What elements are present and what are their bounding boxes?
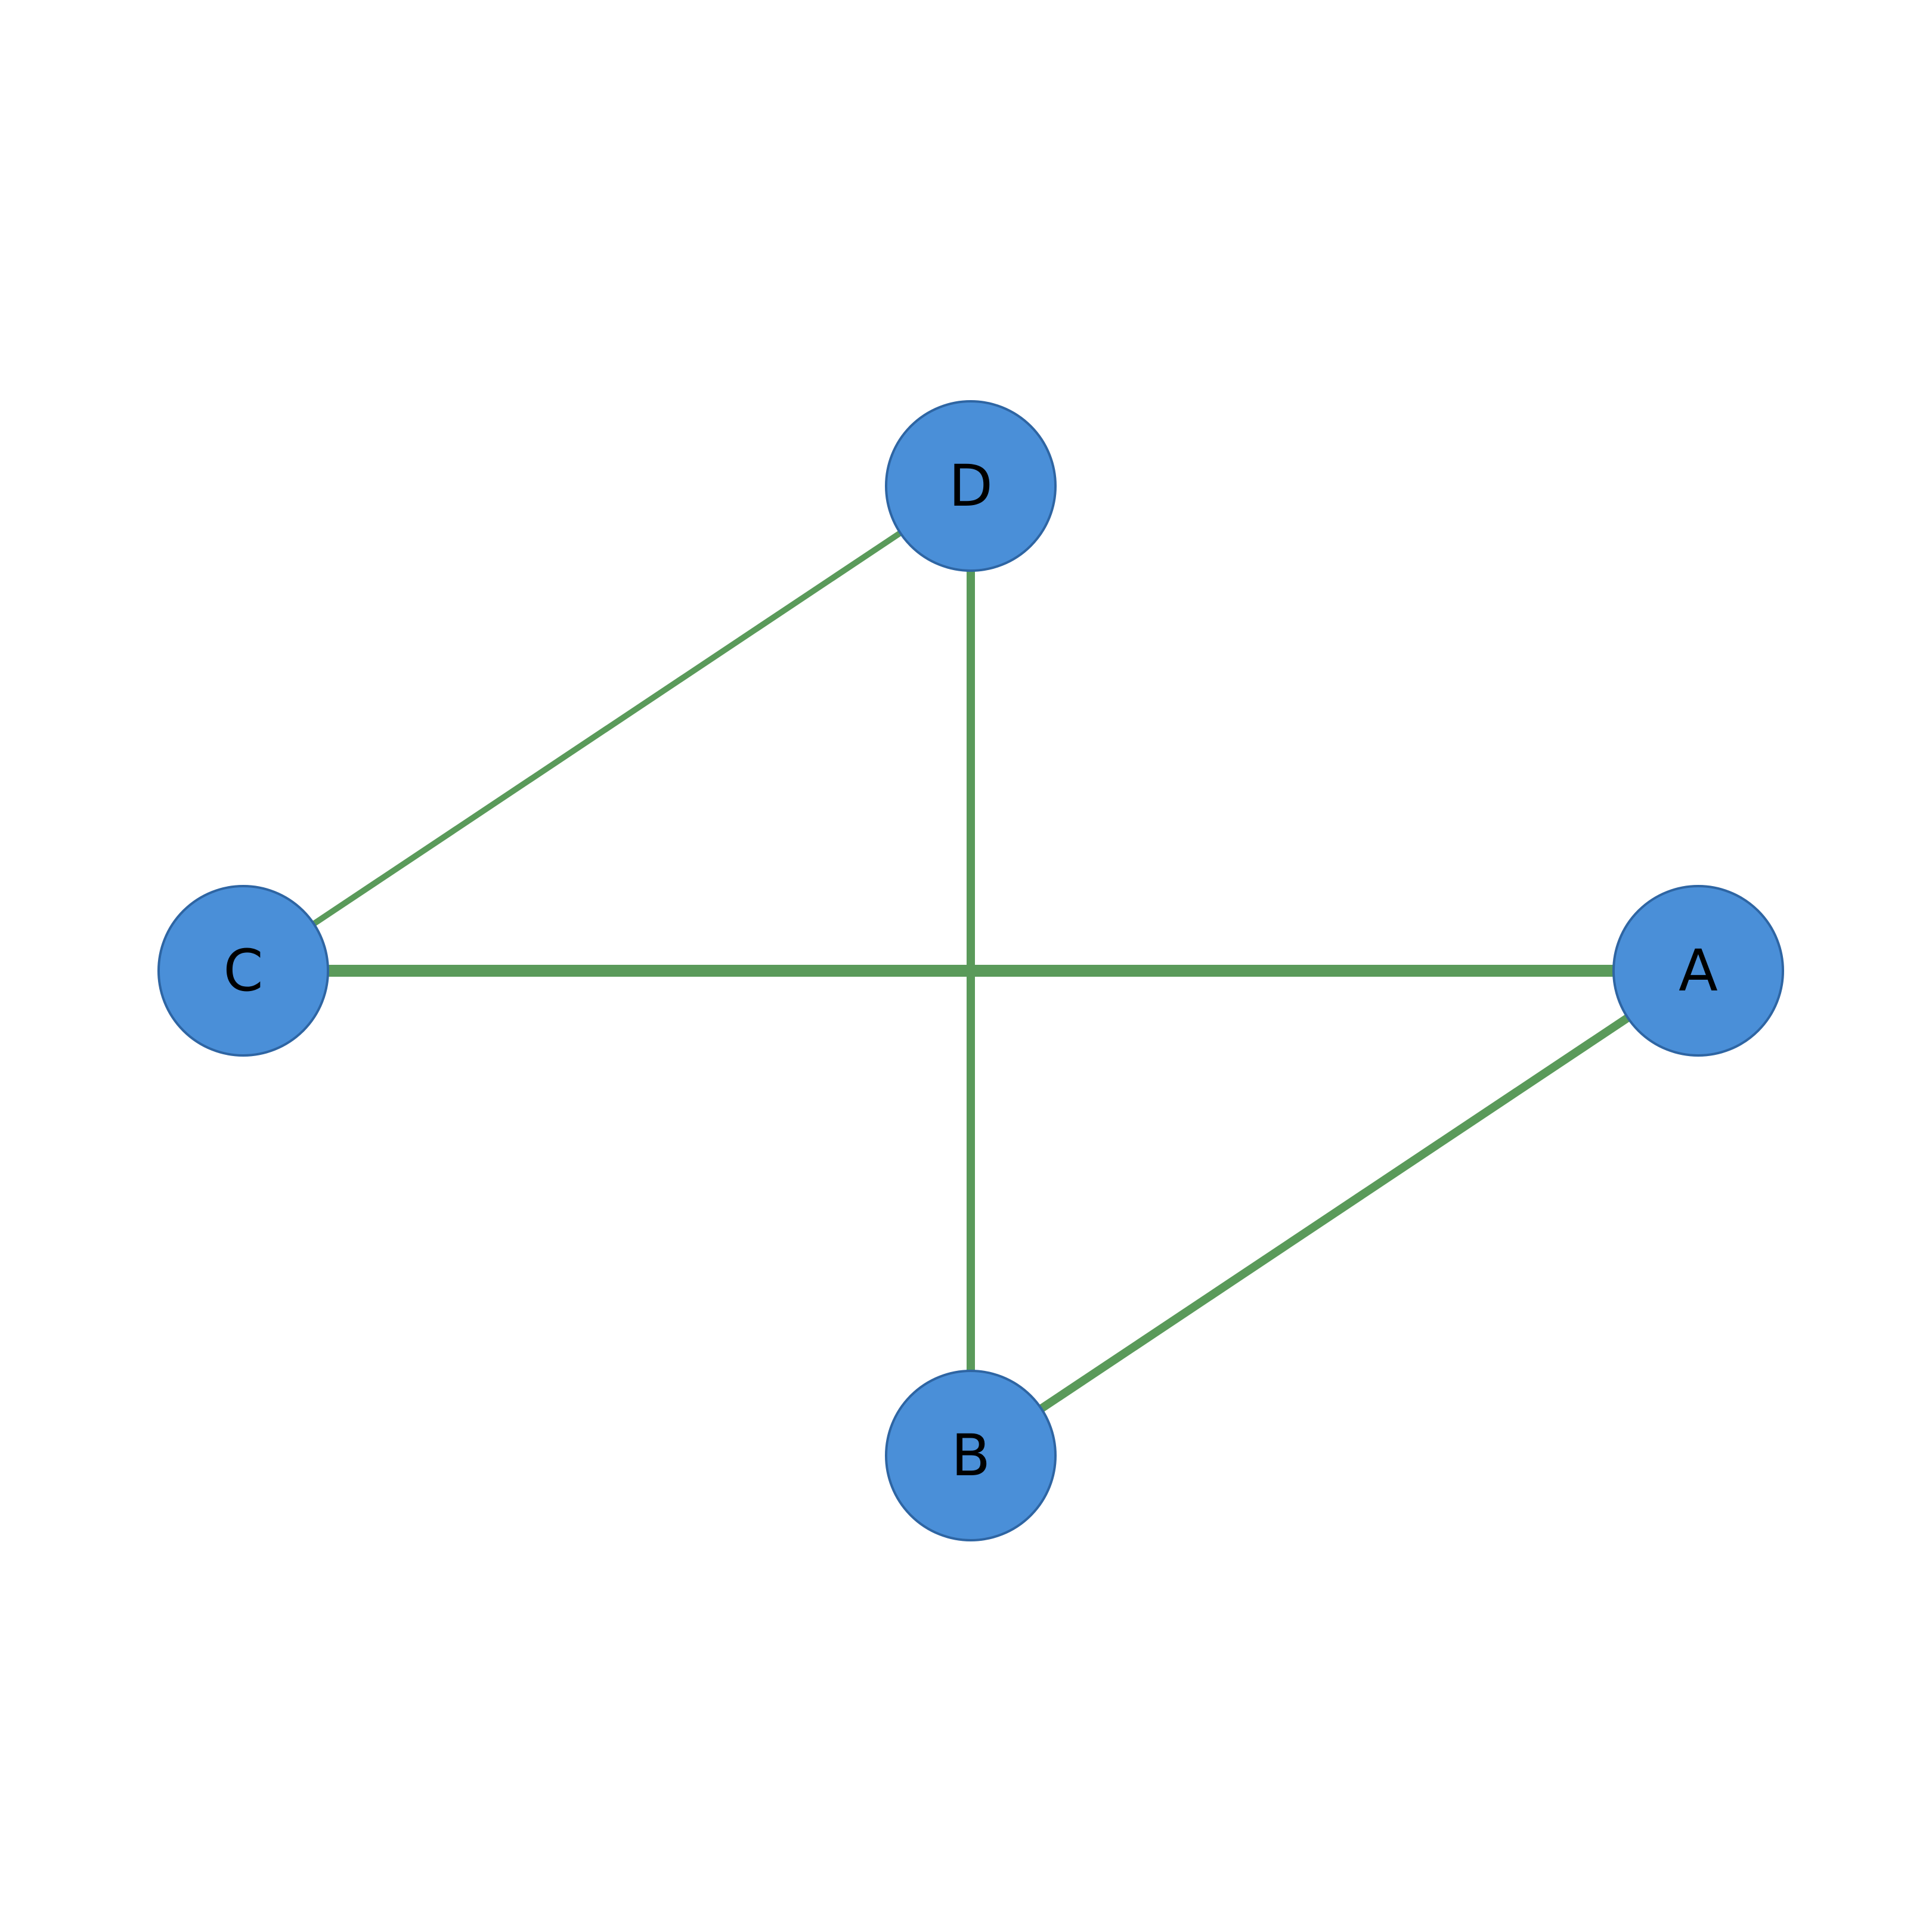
node-circle bbox=[1612, 885, 1784, 1057]
node-label: A bbox=[1679, 937, 1718, 1004]
node-a: A bbox=[1612, 885, 1784, 1057]
node-circle bbox=[885, 1370, 1057, 1541]
node-circle bbox=[885, 400, 1057, 572]
edges-layer bbox=[242, 483, 1701, 1459]
node-label: B bbox=[951, 1422, 990, 1489]
node-b: B bbox=[885, 1370, 1057, 1541]
node-label: C bbox=[223, 937, 263, 1004]
node-circle bbox=[157, 885, 329, 1057]
nodes-layer: A B C D bbox=[157, 400, 1784, 1541]
node-c: C bbox=[157, 885, 329, 1057]
edge-c-d bbox=[242, 483, 973, 974]
edge-a-b bbox=[968, 967, 1701, 1459]
node-label: D bbox=[949, 453, 993, 519]
node-d: D bbox=[885, 400, 1057, 572]
